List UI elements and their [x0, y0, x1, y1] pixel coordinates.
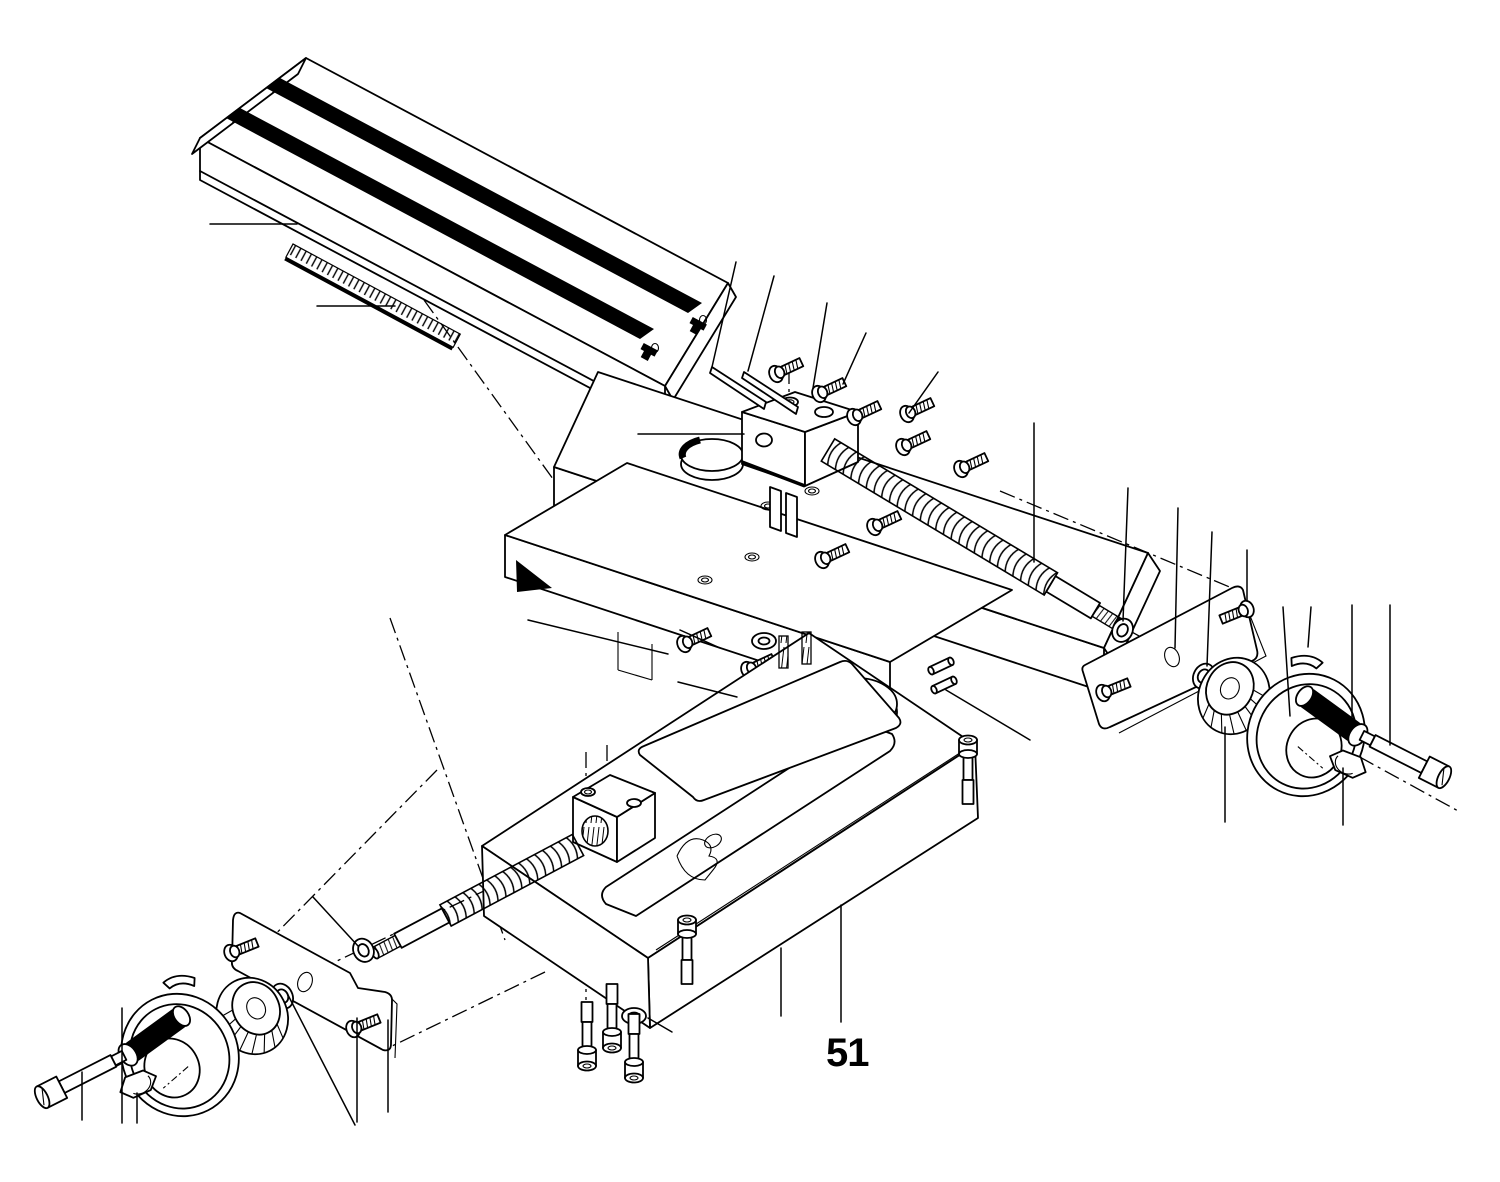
- threaded-stud: [801, 631, 812, 665]
- wedge-notch: [516, 560, 552, 592]
- dovetail-edge: [655, 748, 967, 951]
- bore-shadow: [678, 436, 701, 460]
- t-slot-2: [266, 78, 702, 313]
- lead-screw-x: [820, 437, 1123, 631]
- t-slot-1: [226, 108, 654, 339]
- t-slot-end-notch: [689, 316, 707, 335]
- gib-shim: [785, 492, 798, 538]
- taper-pins: [709, 366, 799, 415]
- feed-nut-block-y: [572, 774, 656, 863]
- scale-ruler: [284, 243, 462, 351]
- lead-screw-y: [370, 833, 585, 960]
- end-plate-left: [220, 911, 398, 1059]
- figure-label: 51: [826, 1031, 869, 1075]
- washer: [751, 632, 777, 650]
- adjusting-hardware: [751, 631, 812, 669]
- pocket-contour: [676, 838, 718, 881]
- pocket-hole: [704, 833, 722, 849]
- cover-plate: [637, 659, 902, 802]
- table-front-groove: [199, 170, 666, 420]
- threaded-stud: [778, 635, 789, 669]
- wedge-top-face: [504, 462, 1013, 663]
- t-slot-table: [191, 57, 737, 429]
- leader-lines: [81, 223, 1391, 1126]
- base: [481, 632, 979, 1029]
- gib-shim: [769, 486, 782, 532]
- t-slot-end-notch: [640, 342, 658, 361]
